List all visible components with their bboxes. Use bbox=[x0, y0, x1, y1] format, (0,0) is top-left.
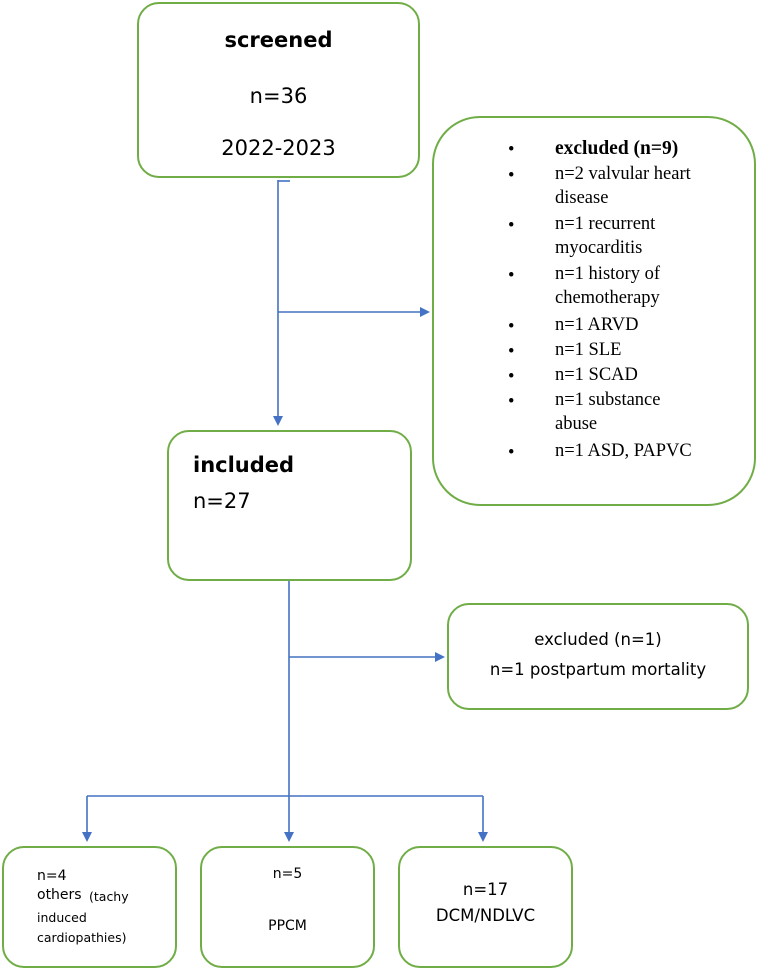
excluded-postpartum-item: n=1 postpartum mortality bbox=[489, 660, 707, 679]
bullet: • bbox=[508, 367, 515, 387]
others-box bbox=[2, 846, 177, 968]
excluded-postpartum-box bbox=[447, 603, 749, 710]
ppcm-count: n=5 bbox=[272, 866, 303, 882]
bullet: • bbox=[508, 443, 515, 463]
bullet: • bbox=[508, 266, 515, 286]
bullet: • bbox=[508, 392, 515, 412]
bullet: • bbox=[508, 166, 515, 186]
excluded-postpartum-title: excluded (n=1) bbox=[534, 630, 662, 649]
screened-count: n=36 bbox=[249, 84, 308, 108]
excluded-main-box bbox=[432, 116, 756, 506]
dcm-box bbox=[398, 846, 573, 968]
bullet: • bbox=[508, 317, 515, 337]
dcm-count: n=17 bbox=[462, 880, 509, 899]
others-sub-2: induced bbox=[37, 910, 87, 925]
excluded-item-sle: n=1 SLE bbox=[555, 340, 622, 360]
bullet: • bbox=[508, 216, 515, 236]
others-sub-1: (tachy bbox=[89, 889, 129, 904]
excluded-item-scad: n=1 SCAD bbox=[555, 365, 638, 385]
excluded-item-arvd: n=1 ARVD bbox=[555, 315, 639, 335]
bullet: • bbox=[508, 140, 515, 160]
screened-title: screened bbox=[224, 28, 333, 52]
excluded-item-asd: n=1 ASD, PAPVC bbox=[555, 441, 692, 461]
excluded-main-title: excluded (n=9) bbox=[555, 138, 679, 159]
included-title: included bbox=[193, 453, 295, 477]
screened-box bbox=[137, 2, 420, 178]
dcm-label: DCM/NDLVC bbox=[435, 906, 536, 925]
screened-years: 2022-2023 bbox=[221, 136, 336, 160]
others-sub-3: cardiopathies) bbox=[37, 930, 127, 945]
ppcm-box bbox=[200, 846, 375, 968]
others-label: others bbox=[37, 887, 82, 903]
included-box bbox=[167, 430, 412, 581]
others-count: n=4 bbox=[37, 868, 67, 884]
bullet: • bbox=[508, 342, 515, 362]
ppcm-label: PPCM bbox=[268, 918, 307, 934]
included-count: n=27 bbox=[193, 489, 251, 513]
